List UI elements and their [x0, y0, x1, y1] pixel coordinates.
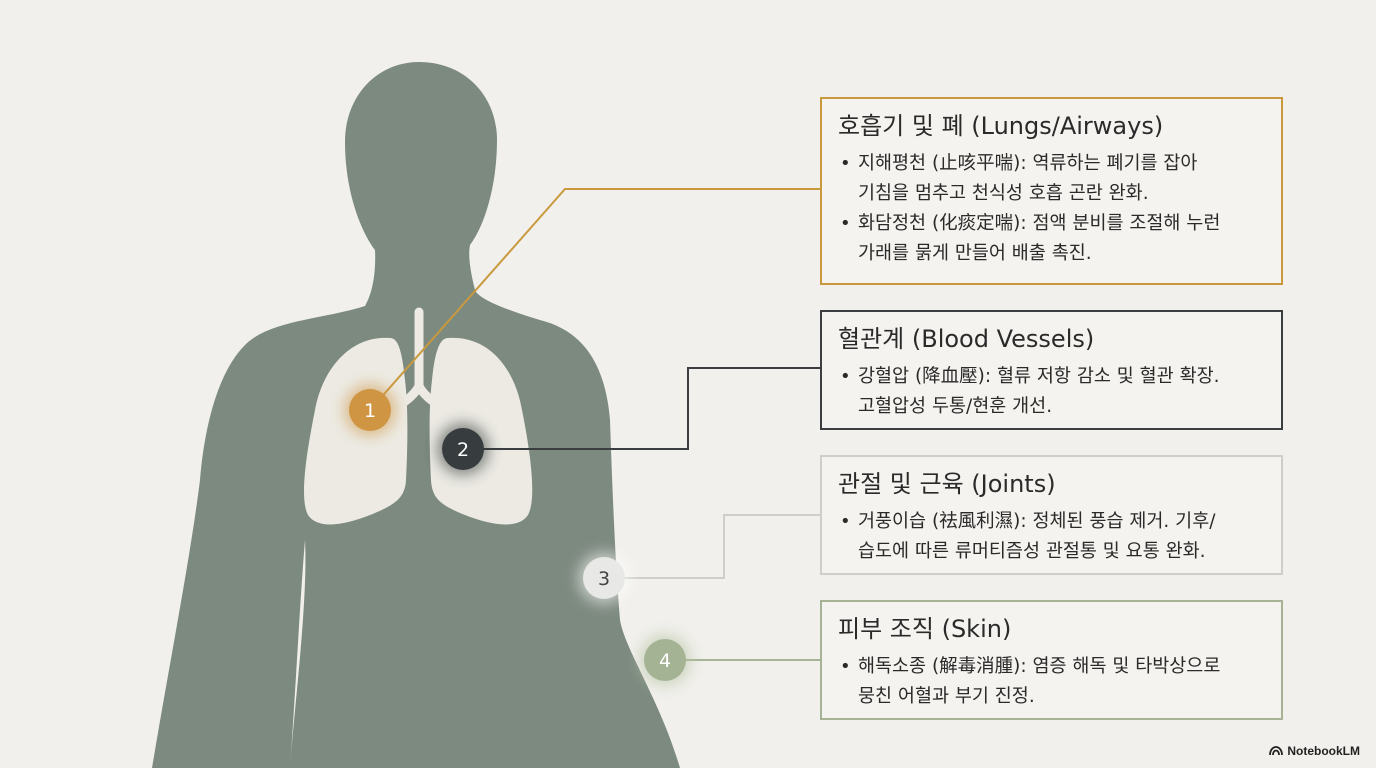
- marker-4-label: 4: [659, 650, 671, 672]
- brand-watermark: NotebookLM: [1269, 744, 1360, 758]
- bullet-line: 습도에 따른 류머티즘성 관절통 및 요통 완화.: [858, 541, 1206, 562]
- list-item: 화담정천 (化痰定喘): 점액 분비를 조절해 누런 가래를 묽게 만들어 배출…: [838, 209, 1265, 269]
- marker-1: 1: [344, 384, 396, 436]
- card-skin-title: 피부 조직 (Skin): [838, 615, 1012, 643]
- marker-3-label: 3: [598, 568, 610, 590]
- bullet-line: 화담정천 (化痰定喘): 점액 분비를 조절해 누런: [858, 213, 1221, 234]
- marker-2: 2: [437, 423, 489, 475]
- bullet-line: 가래를 묽게 만들어 배출 촉진.: [858, 243, 1092, 264]
- bullet-line: 강혈압 (降血壓): 혈류 저항 감소 및 혈관 확장.: [858, 366, 1220, 387]
- card-joints-list: 거풍이습 (祛風利濕): 정체된 풍습 제거. 기후/ 습도에 따른 류머티즘성…: [838, 507, 1265, 567]
- connector-line-2: [463, 367, 820, 450]
- card-joints-title: 관절 및 근육 (Joints): [838, 470, 1056, 498]
- list-item: 거풍이습 (祛風利濕): 정체된 풍습 제거. 기후/ 습도에 따른 류머티즘성…: [838, 507, 1265, 567]
- card-vessels-list: 강혈압 (降血壓): 혈류 저항 감소 및 혈관 확장. 고혈압성 두통/현훈 …: [838, 362, 1265, 422]
- notebooklm-logo-icon: [1269, 746, 1284, 756]
- bullet-line: 고혈압성 두통/현훈 개선.: [858, 396, 1053, 417]
- bullet-line: 거풍이습 (祛風利濕): 정체된 풍습 제거. 기후/: [858, 511, 1216, 532]
- bullet-line: 지해평천 (止咳平喘): 역류하는 폐기를 잡아: [858, 153, 1198, 174]
- card-skin-list: 해독소종 (解毒消腫): 염증 해독 및 타박상으로 뭉친 어혈과 부기 진정.: [838, 652, 1265, 712]
- card-vessels-title: 혈관계 (Blood Vessels): [838, 325, 1095, 353]
- bullet-line: 기침을 멈추고 천식성 호흡 곤란 완화.: [858, 183, 1149, 204]
- marker-1-label: 1: [364, 400, 376, 422]
- card-skin: 피부 조직 (Skin) 해독소종 (解毒消腫): 염증 해독 및 타박상으로 …: [820, 600, 1283, 720]
- marker-3: 3: [578, 552, 630, 604]
- brand-label: NotebookLM: [1287, 744, 1360, 758]
- trachea: [391, 307, 447, 413]
- list-item: 지해평천 (止咳平喘): 역류하는 폐기를 잡아 기침을 멈추고 천식성 호흡 …: [838, 149, 1265, 209]
- card-lungs-title: 호흡기 및 폐 (Lungs/Airways): [838, 112, 1164, 140]
- connector-line-1: [369, 188, 820, 411]
- marker-4: 4: [639, 634, 691, 686]
- list-item: 강혈압 (降血壓): 혈류 저항 감소 및 혈관 확장. 고혈압성 두통/현훈 …: [838, 362, 1265, 422]
- card-lungs-list: 지해평천 (止咳平喘): 역류하는 폐기를 잡아 기침을 멈추고 천식성 호흡 …: [838, 149, 1265, 269]
- list-item: 해독소종 (解毒消腫): 염증 해독 및 타박상으로 뭉친 어혈과 부기 진정.: [838, 652, 1265, 712]
- bullet-line: 해독소종 (解毒消腫): 염증 해독 및 타박상으로: [858, 656, 1221, 677]
- card-vessels: 혈관계 (Blood Vessels) 강혈압 (降血壓): 혈류 저항 감소 …: [820, 310, 1283, 430]
- connector-line-3: [604, 514, 820, 579]
- body-silhouette: [152, 62, 680, 768]
- marker-2-label: 2: [457, 439, 469, 461]
- card-joints: 관절 및 근육 (Joints) 거풍이습 (祛風利濕): 정체된 풍습 제거.…: [820, 455, 1283, 575]
- card-lungs: 호흡기 및 폐 (Lungs/Airways) 지해평천 (止咳平喘): 역류하…: [820, 97, 1283, 285]
- bullet-line: 뭉친 어혈과 부기 진정.: [858, 686, 1035, 707]
